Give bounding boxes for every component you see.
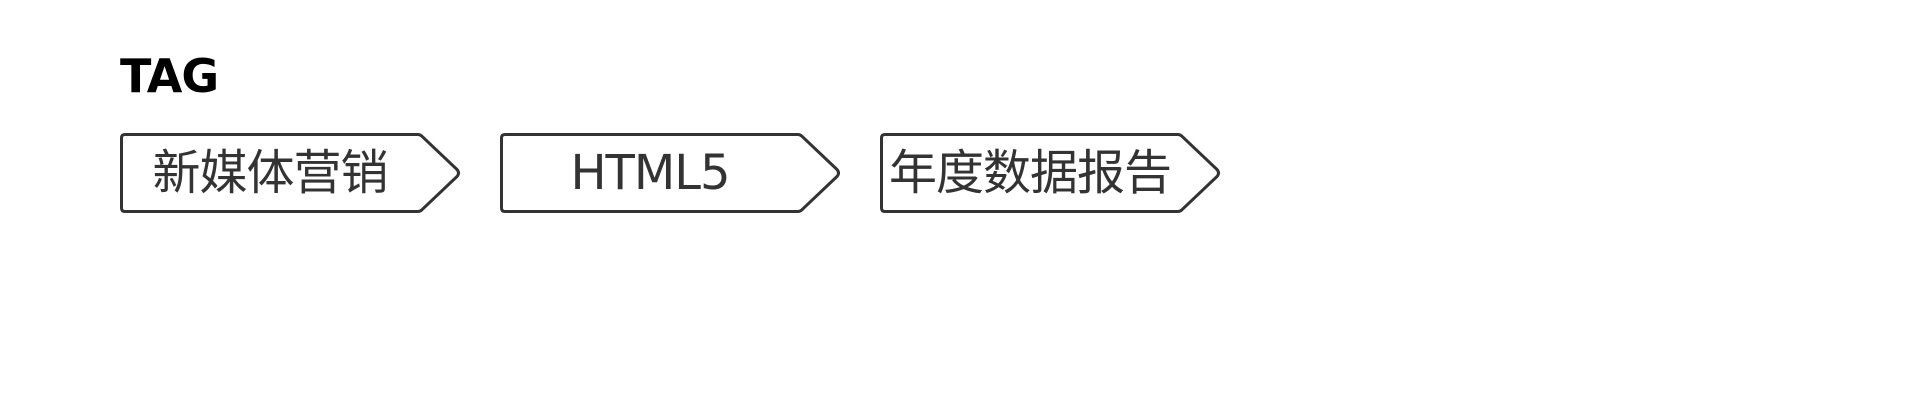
tag-item-html5[interactable]: HTML5 [500,133,840,213]
tag-label: 年度数据报告 [888,145,1172,201]
tag-item-new-media-marketing[interactable]: 新媒体营销 [120,133,460,213]
tag-arrow-shape [880,133,1220,213]
tag-arrow-shape [120,133,460,213]
tag-label: HTML5 [570,145,730,201]
tag-arrow-shape [500,133,840,213]
tag-label: 新媒体营销 [152,145,388,201]
section-title: TAG [120,49,219,103]
tag-item-annual-data-report[interactable]: 年度数据报告 [880,133,1220,213]
